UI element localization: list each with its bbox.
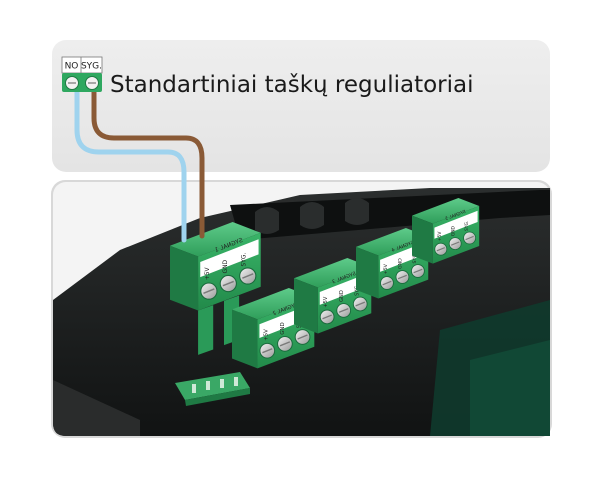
connector-side bbox=[232, 309, 258, 369]
connector-pin-label: GND bbox=[222, 259, 229, 273]
connector-pin-label: GND bbox=[450, 225, 456, 236]
connector-pin-label: SYG. bbox=[412, 252, 418, 263]
connector-leg bbox=[198, 305, 214, 355]
connector-top bbox=[232, 288, 315, 320]
housing-cutouts bbox=[255, 198, 369, 234]
connector-top bbox=[412, 198, 480, 224]
connector-side bbox=[412, 215, 433, 264]
connector-pin-label: SYG. bbox=[241, 253, 248, 267]
wire-blue bbox=[74, 87, 187, 243]
connector-side bbox=[294, 278, 318, 334]
connector-top bbox=[170, 222, 261, 257]
connector-pin-label: GND bbox=[398, 258, 404, 269]
terminal-right-label: SYG. bbox=[81, 62, 102, 72]
connector-side bbox=[356, 246, 379, 299]
connector-pin-label: GND bbox=[339, 290, 345, 302]
connector-pin-label: +5V bbox=[323, 296, 329, 307]
connector-pin-label: +5V bbox=[263, 329, 269, 341]
wire-brown bbox=[91, 87, 205, 239]
connector-label-plate bbox=[200, 239, 259, 278]
connector-side bbox=[170, 245, 199, 311]
connector-pin-label: +5V bbox=[204, 267, 211, 281]
connector-top bbox=[294, 258, 372, 288]
pin-header bbox=[175, 372, 250, 406]
connector-label-plate bbox=[434, 210, 478, 239]
terminal-icon: NO SYG. bbox=[61, 56, 103, 92]
legend-title: Standartiniai taškų reguliatoriai bbox=[110, 72, 474, 98]
connector-pin-label: SYG. bbox=[464, 221, 470, 231]
connector-pin-label: +5V bbox=[383, 263, 389, 274]
terminal-left-label: NO bbox=[65, 62, 79, 72]
connector-pin-label: GND bbox=[280, 322, 286, 334]
wires bbox=[74, 87, 205, 243]
connector-pin-label: +5V bbox=[437, 232, 443, 241]
connector-top bbox=[356, 228, 429, 256]
